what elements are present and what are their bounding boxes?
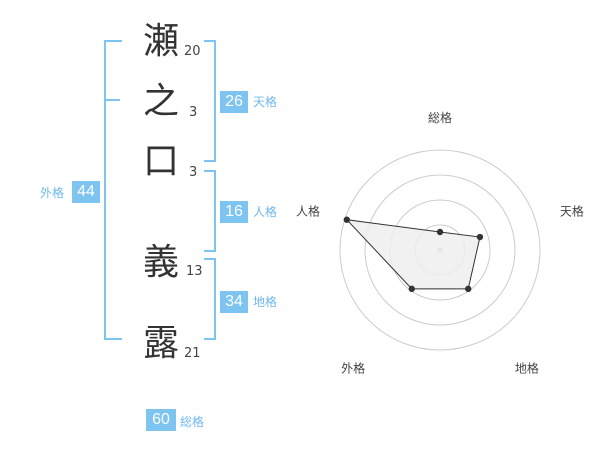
radar-polygon bbox=[345, 219, 481, 290]
char-3-strokes: 3 bbox=[189, 165, 198, 180]
bracket-divider bbox=[104, 99, 120, 101]
char-5-strokes: 21 bbox=[184, 346, 201, 361]
jinkaku-score: 16 bbox=[220, 201, 248, 223]
radar-axis-label-2: 天格 bbox=[560, 204, 584, 219]
chikaku-bracket bbox=[204, 258, 216, 340]
soukaku-label: 総格 bbox=[180, 415, 205, 429]
radar-point-2 bbox=[476, 233, 484, 241]
radar-ring-4 bbox=[339, 149, 541, 351]
tenkaku-bracket bbox=[204, 40, 216, 162]
radar-axis-label-4: 外格 bbox=[341, 360, 365, 375]
char-2-strokes: 3 bbox=[189, 105, 198, 120]
radar-ring-3 bbox=[364, 174, 516, 326]
radar-area bbox=[345, 219, 481, 290]
char-4-strokes: 13 bbox=[186, 264, 203, 279]
radar-point-4 bbox=[408, 285, 415, 293]
char-2: 之 bbox=[142, 81, 179, 122]
gaikaku-label: 外格 bbox=[40, 186, 65, 200]
radar-axis-label-1: 総格 bbox=[428, 110, 452, 125]
radar-point-5 bbox=[343, 216, 350, 223]
radar-point-1 bbox=[436, 228, 444, 236]
char-4: 義 bbox=[142, 242, 179, 283]
radar-axis-label-5: 人格 bbox=[296, 204, 320, 219]
gaikaku-score: 44 bbox=[72, 181, 100, 203]
char-3: 口 bbox=[142, 141, 179, 182]
radar-points bbox=[343, 216, 484, 293]
tenkaku-label: 天格 bbox=[253, 95, 278, 109]
char-1-strokes: 20 bbox=[184, 44, 201, 59]
tenkaku-score: 26 bbox=[220, 91, 248, 113]
soukaku-score: 60 bbox=[146, 409, 176, 431]
char-5: 露 bbox=[142, 323, 179, 364]
chikaku-label: 地格 bbox=[253, 295, 278, 309]
radar-point-3 bbox=[465, 285, 472, 293]
jinkaku-bracket bbox=[204, 170, 216, 252]
gaikaku-bracket bbox=[104, 40, 122, 340]
radar-axis-label-3: 地格 bbox=[515, 360, 539, 375]
chikaku-score: 34 bbox=[220, 291, 248, 313]
char-1: 瀬 bbox=[142, 21, 179, 62]
jinkaku-label: 人格 bbox=[253, 205, 278, 219]
